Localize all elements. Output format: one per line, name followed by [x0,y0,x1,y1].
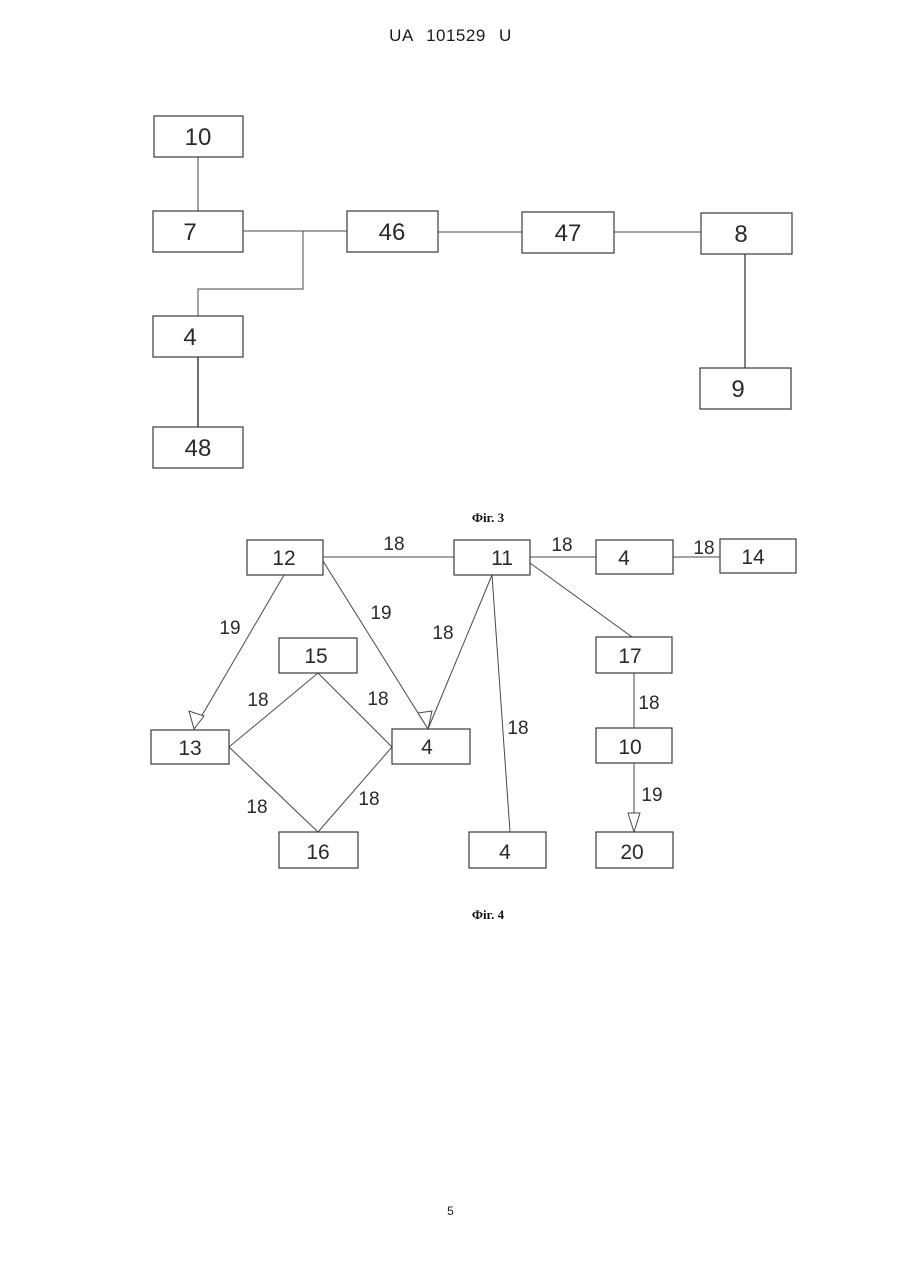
block-16-label: 16 [306,841,329,864]
block-9: 9 [700,368,791,409]
edge-label-12-13: 19 [219,618,240,639]
arrowhead-into-20 [628,813,640,832]
block-4-top-label: 4 [618,547,630,570]
block-17: 17 [596,637,672,673]
block-4-top: 4 [596,540,673,574]
block-48-label: 48 [185,435,212,462]
page-number: 5 [0,1204,901,1218]
block-20: 20 [596,832,673,868]
block-4-bottom: 4 [469,832,546,868]
block-11: 11 [454,540,530,575]
block-9-label: 9 [731,376,744,403]
block-7: 7 [153,211,243,252]
block-4-bottom-label: 4 [499,841,511,864]
edge-label-15-13: 18 [247,690,268,711]
block-8: 8 [701,213,792,254]
edge-label-10-20: 19 [641,785,662,806]
figure-4-caption: Фіг. 4 [472,907,505,922]
edge-11-4bot [492,575,510,832]
block-47: 47 [522,212,614,253]
block-12: 12 [247,540,323,575]
block-46: 46 [347,211,438,252]
block-10-fig4-label: 10 [618,736,641,759]
edge-label-11-4mid: 18 [432,623,453,644]
edge-11-4mid [428,575,492,729]
figure-3-caption: Фіг. 3 [472,510,505,525]
edge-label-11-4bot: 18 [507,718,528,739]
block-11-label: 11 [491,547,513,570]
block-7-label: 7 [183,219,196,246]
block-14-label: 14 [741,546,765,569]
block-4-label: 4 [183,324,196,351]
block-15: 15 [279,638,357,673]
edge-label-11-4top: 18 [551,535,572,556]
block-20-label: 20 [620,841,643,864]
edge-12-13 [194,575,284,729]
block-48: 48 [153,427,243,468]
arrowhead-into-13 [189,711,204,729]
edge-label-12-11: 18 [383,534,404,555]
block-46-label: 46 [379,219,406,246]
block-10-fig4: 10 [596,728,672,763]
block-13-label: 13 [178,737,201,760]
block-15-label: 15 [304,645,327,668]
edge-label-4top-14: 18 [693,538,714,559]
edge-label-12-4mid: 19 [370,603,391,624]
edge-label-15-4mid: 18 [367,689,388,710]
block-10: 10 [154,116,243,157]
figure-3: 10 7 46 47 8 4 9 48 Фіг. 3 [153,116,792,525]
block-10-label: 10 [185,124,212,151]
arrowhead-into-4mid [418,711,432,729]
block-4-mid: 4 [392,729,470,764]
block-14: 14 [720,539,796,573]
edge-label-4mid-16: 18 [358,789,379,810]
block-13: 13 [151,730,229,764]
block-4-mid-label: 4 [421,736,433,759]
block-17-label: 17 [618,645,641,668]
figure-4: 12 11 4 14 15 17 13 4 [151,534,796,922]
block-47-label: 47 [555,220,582,247]
block-8-label: 8 [734,221,747,248]
block-12-label: 12 [272,547,295,570]
block-16: 16 [279,832,358,868]
edge-label-13-16: 18 [246,797,267,818]
edge-label-17-10: 18 [638,693,659,714]
block-4: 4 [153,316,243,357]
